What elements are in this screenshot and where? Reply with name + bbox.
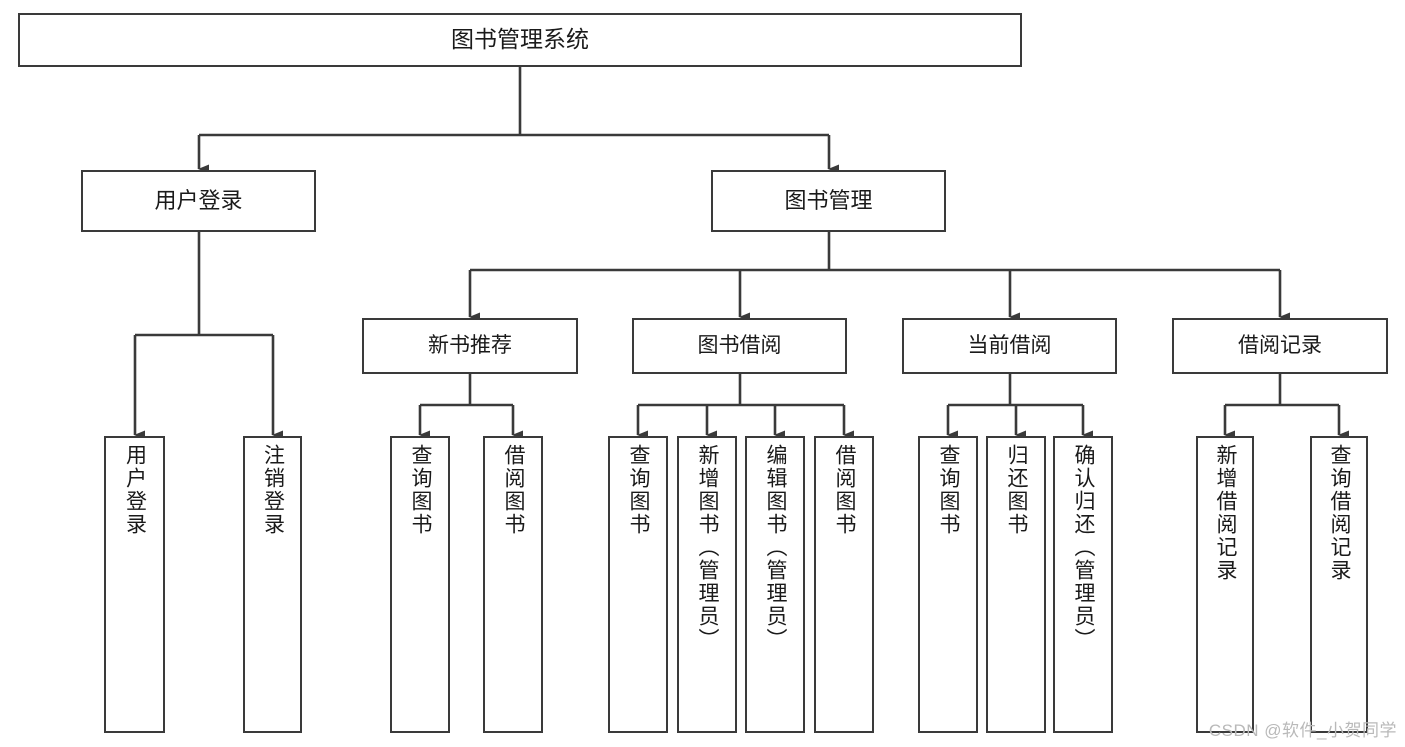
node-l3_7[interactable]: 借阅图书 [814,436,874,733]
node-label: 确认归还（管理员） [1072,444,1096,651]
node-label: 新增借阅记录 [1214,444,1238,582]
node-l2_3[interactable]: 借阅记录 [1172,318,1388,374]
node-l1_1[interactable]: 图书管理 [711,170,946,232]
node-l3_3[interactable]: 借阅图书 [483,436,543,733]
node-label: 查询图书 [627,444,651,536]
node-label: 当前借阅 [967,334,1052,358]
node-label: 借阅图书 [502,444,526,536]
node-label: 用户登录 [123,444,147,536]
edge-group [133,67,1349,440]
node-label: 图书借阅 [697,334,782,358]
node-label: 图书管理 [784,187,873,213]
node-label: 查询图书 [937,444,961,536]
node-l3_12[interactable]: 查询借阅记录 [1310,436,1368,733]
node-l3_2[interactable]: 查询图书 [390,436,450,733]
node-l3_1[interactable]: 注销登录 [243,436,302,733]
node-label: 注销登录 [261,444,285,536]
node-l2_1[interactable]: 图书借阅 [632,318,847,374]
node-root[interactable]: 图书管理系统 [18,13,1022,67]
node-l3_9[interactable]: 归还图书 [986,436,1046,733]
node-l3_8[interactable]: 查询图书 [918,436,978,733]
node-l2_2[interactable]: 当前借阅 [902,318,1117,374]
watermark-text: CSDN @软件_小贺同学 [1208,721,1397,740]
node-label: 编辑图书（管理员） [764,444,788,651]
node-l3_6[interactable]: 编辑图书（管理员） [745,436,805,733]
node-label: 借阅记录 [1238,334,1322,358]
node-l3_11[interactable]: 新增借阅记录 [1196,436,1254,733]
node-l3_0[interactable]: 用户登录 [104,436,165,733]
node-label: 归还图书 [1005,444,1029,536]
node-l3_4[interactable]: 查询图书 [608,436,668,733]
node-l3_10[interactable]: 确认归还（管理员） [1053,436,1113,733]
node-label: 借阅图书 [833,444,857,536]
node-l3_5[interactable]: 新增图书（管理员） [677,436,737,733]
node-l1_0[interactable]: 用户登录 [81,170,316,232]
node-l2_0[interactable]: 新书推荐 [362,318,578,374]
node-label: 新书推荐 [428,334,512,358]
node-label: 用户登录 [154,187,243,213]
node-label: 查询图书 [409,444,433,536]
node-label: 查询借阅记录 [1328,444,1352,582]
node-label: 图书管理系统 [451,26,589,53]
node-label: 新增图书（管理员） [696,444,720,651]
